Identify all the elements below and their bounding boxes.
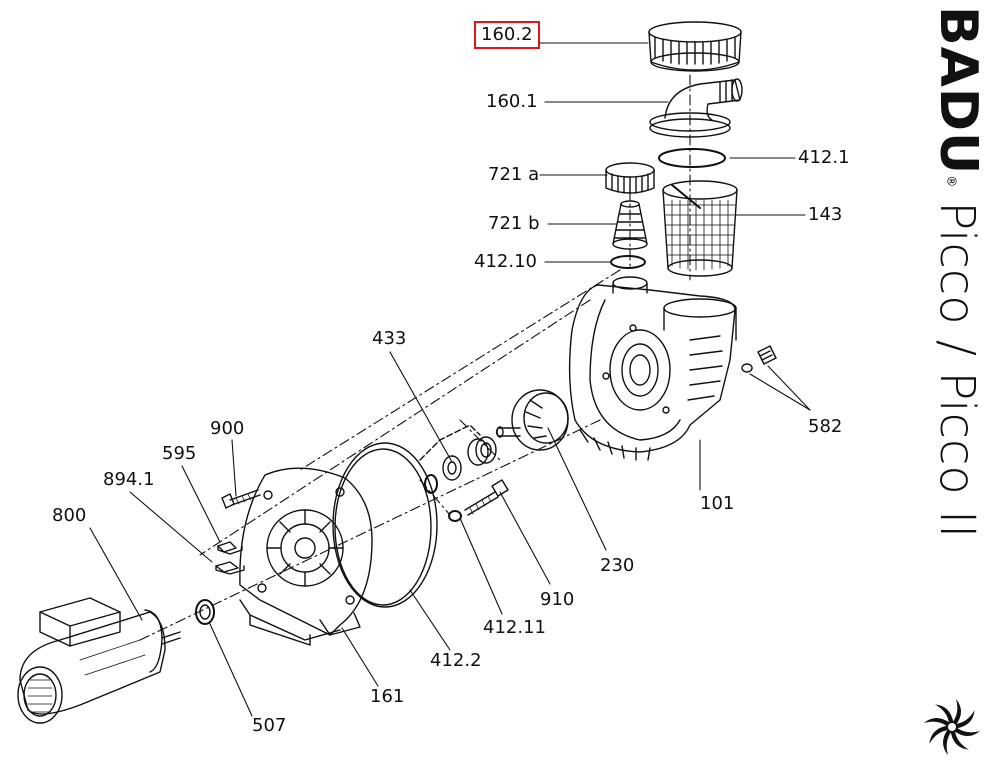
brand-name: BADU (928, 6, 988, 176)
part-721a-cap (605, 162, 655, 194)
part-label-412-1[interactable]: 412.1 (798, 147, 850, 168)
part-label-721a[interactable]: 721 a (488, 164, 540, 185)
part-800-motor (17, 597, 181, 724)
leader-lines (89, 42, 811, 717)
part-label-721b[interactable]: 721 b (488, 213, 540, 234)
part-101-housing (568, 276, 737, 461)
part-label-894-1[interactable]: 894.1 (103, 469, 155, 490)
brand-model: Picco / Picco II (929, 201, 985, 539)
part-label-101[interactable]: 101 (700, 493, 735, 514)
part-894-1-pad (215, 561, 245, 575)
part-160-1-lid (649, 78, 743, 138)
part-label-160-2[interactable]: 160.2 (474, 21, 540, 49)
part-label-910[interactable]: 910 (540, 589, 575, 610)
part-label-161[interactable]: 161 (370, 686, 405, 707)
part-412-11-o-ring (424, 474, 438, 494)
part-412-11-o-ring-b (448, 510, 462, 522)
brand-swirl-logo-icon (924, 699, 980, 755)
part-412-10-o-ring (610, 255, 646, 269)
part-595-pad (217, 541, 243, 555)
part-label-412-2[interactable]: 412.2 (430, 650, 482, 671)
registered-mark: ® (944, 175, 959, 188)
part-label-507[interactable]: 507 (252, 715, 287, 736)
part-507-ring (195, 599, 215, 625)
part-230-impeller (495, 389, 569, 451)
part-label-230[interactable]: 230 (600, 555, 635, 576)
part-412-1-o-ring (658, 148, 726, 168)
part-721b-cone (612, 200, 648, 250)
part-143-basket (662, 180, 738, 277)
part-582-plug (741, 345, 777, 373)
part-910-screw (464, 479, 509, 516)
part-label-900[interactable]: 900 (210, 418, 245, 439)
part-433-seal (419, 424, 497, 481)
brand-title: BADU® Picco / Picco II (928, 6, 988, 538)
part-900-bolt (221, 489, 261, 509)
part-412-2-gasket (332, 442, 438, 608)
part-160-2-cover-nut (648, 21, 742, 72)
part-label-800[interactable]: 800 (52, 505, 87, 526)
part-label-433[interactable]: 433 (372, 328, 407, 349)
part-label-595[interactable]: 595 (162, 443, 197, 464)
part-label-412-11[interactable]: 412.11 (483, 617, 546, 638)
part-label-160-1[interactable]: 160.1 (486, 91, 538, 112)
part-label-582[interactable]: 582 (808, 416, 843, 437)
part-label-143[interactable]: 143 (808, 204, 843, 225)
part-label-412-10[interactable]: 412.10 (474, 251, 537, 272)
